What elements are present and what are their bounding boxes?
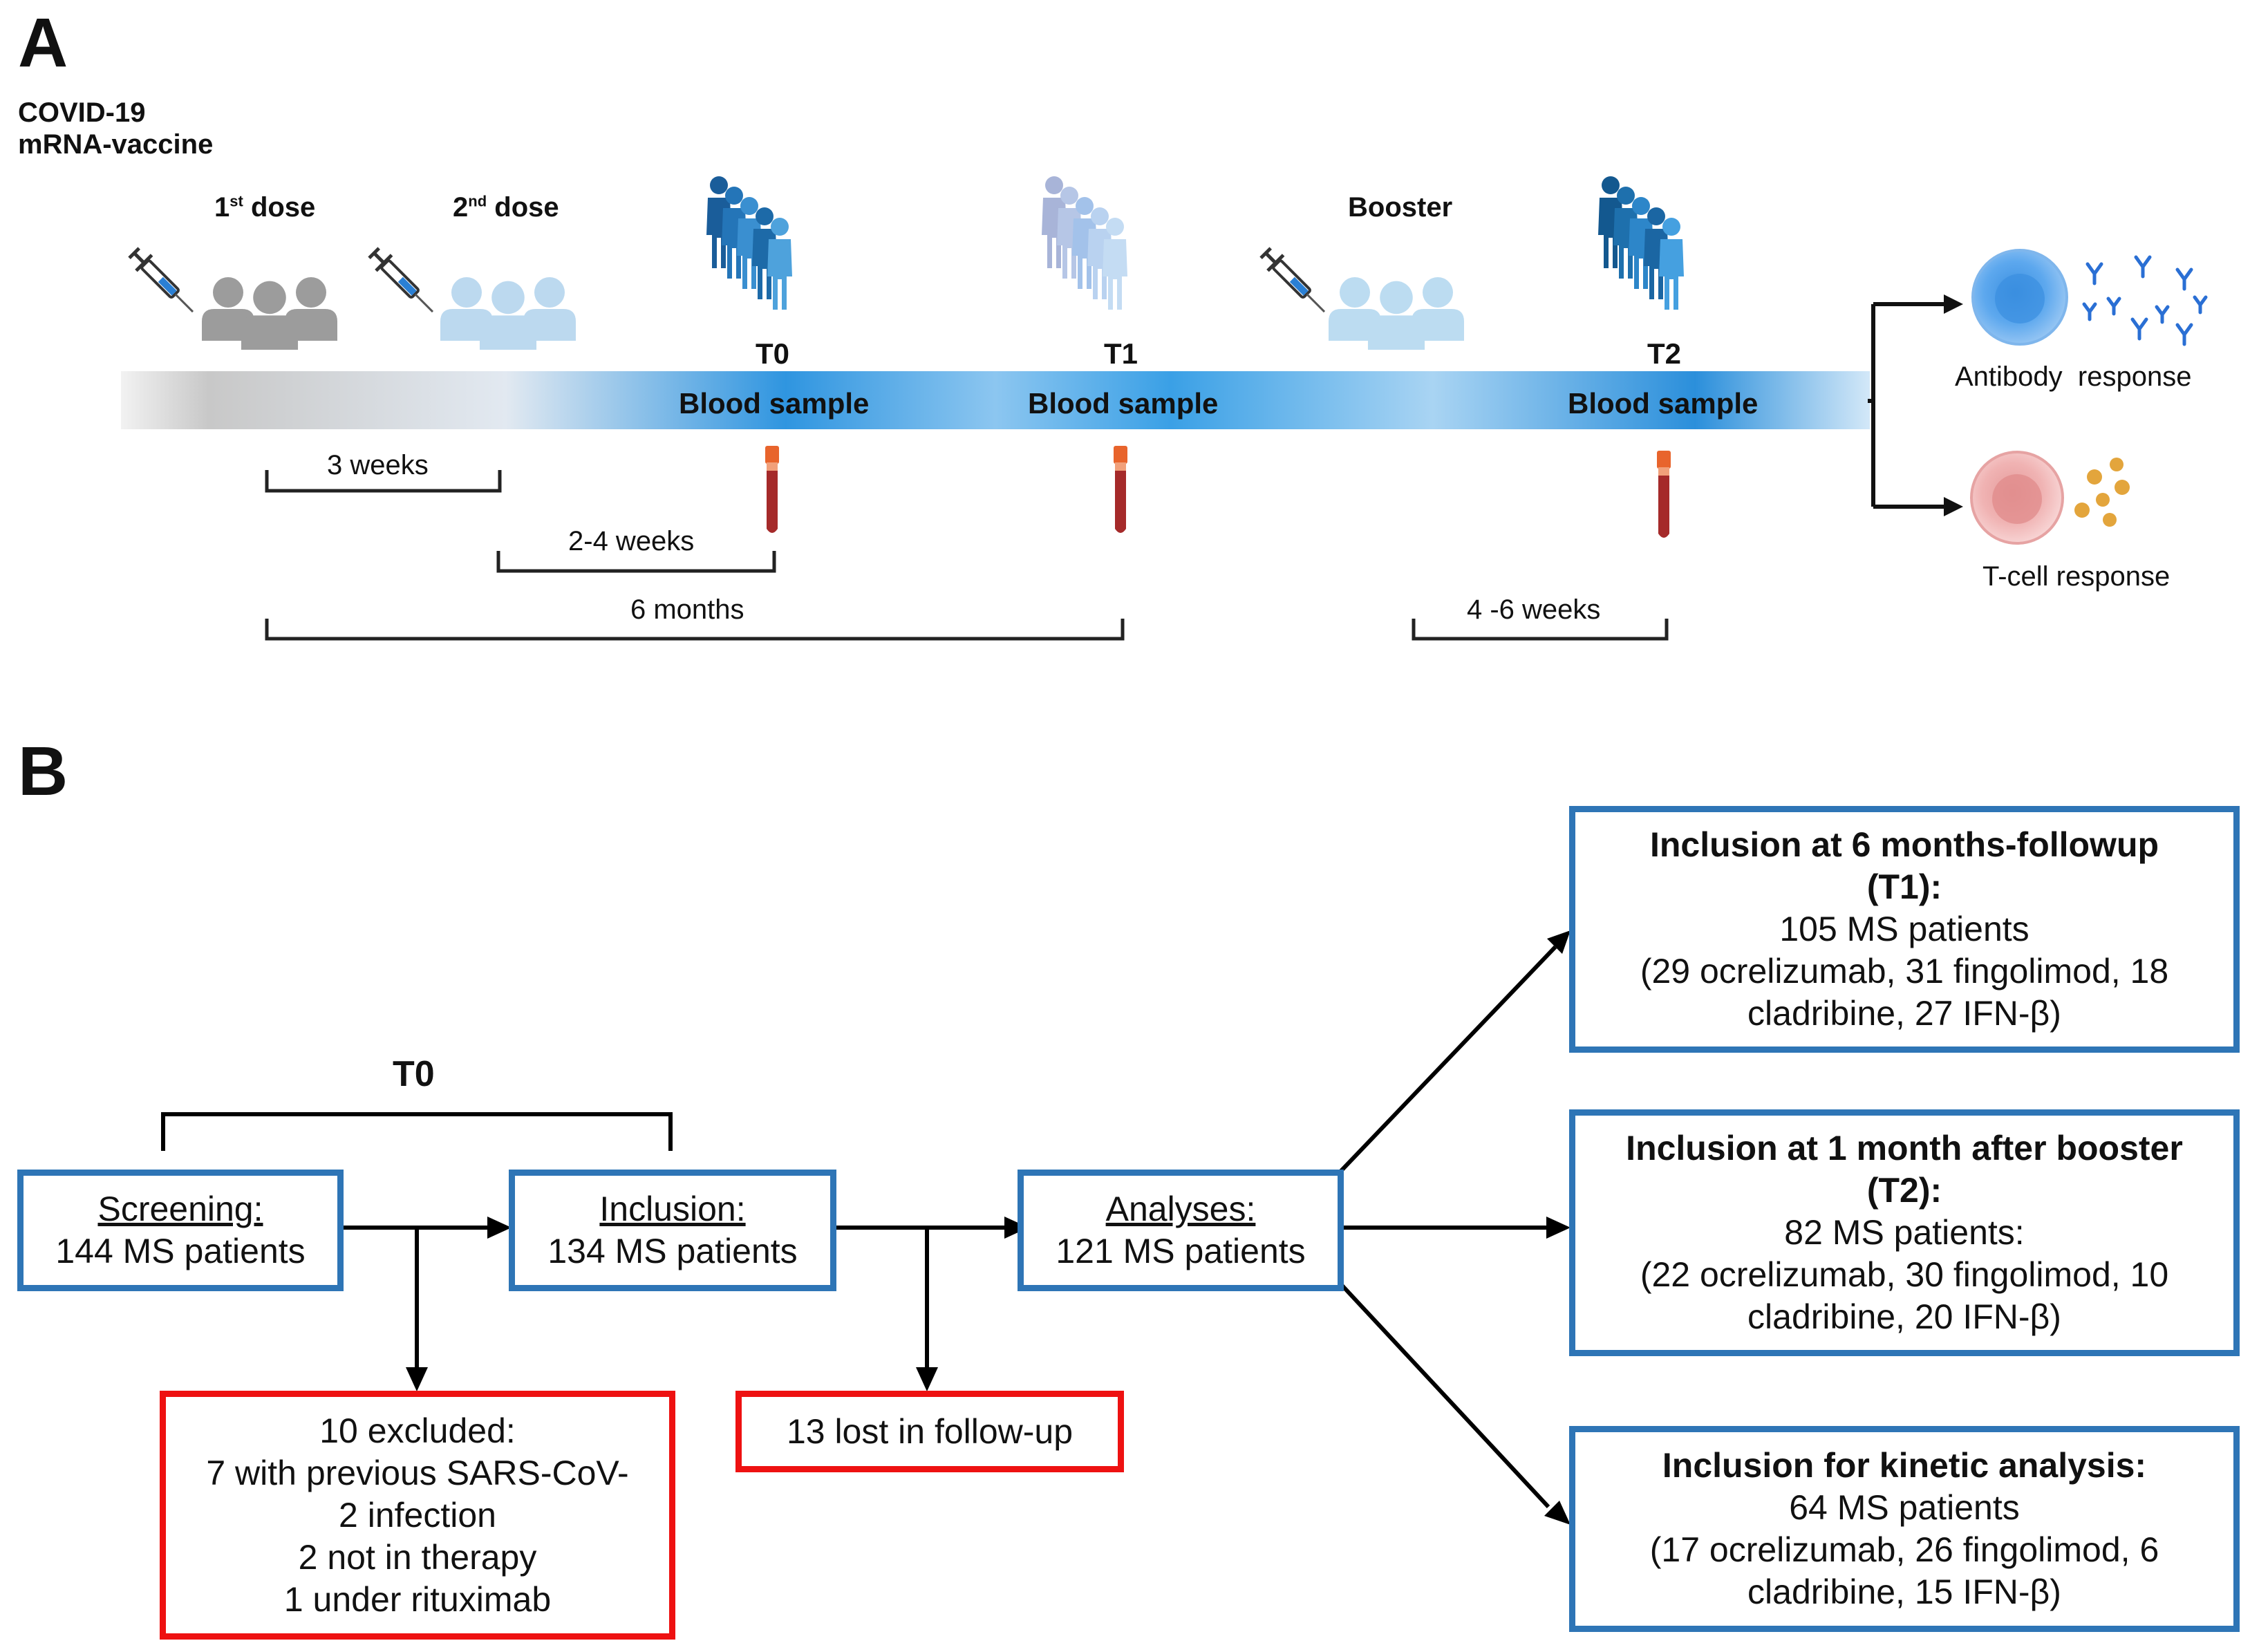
- t2-box-line: (22 ocrelizumab, 30 fingolimod, 10: [1640, 1255, 2169, 1294]
- arrow-to-tcell: [1944, 497, 1963, 516]
- kinetic-box-title: Inclusion for kinetic analysis:: [1662, 1446, 2147, 1485]
- dose1-num: 1: [214, 192, 230, 223]
- excluded-box: 10 excluded: 7 with previous SARS-CoV- 2…: [160, 1391, 675, 1640]
- t1-inclusion-box: Inclusion at 6 months-followup (T1): 105…: [1569, 806, 2240, 1053]
- excluded-line: 2 not in therapy: [298, 1537, 537, 1577]
- tcell-response-label: T-cell response: [1982, 561, 2171, 592]
- t2-inclusion-box: Inclusion at 1 month after booster (T2):…: [1569, 1109, 2240, 1356]
- cytokines-icon: [2074, 458, 2130, 527]
- dose1-label: 1st dose: [214, 192, 315, 223]
- vaccine-label: COVID-19 mRNA-vaccine: [18, 97, 213, 160]
- panel-b-letter: B: [18, 733, 68, 810]
- arrow-analyses-to-kinetic: [1339, 1282, 1550, 1509]
- b-cell-icon: [1971, 249, 2068, 346]
- t1-box-line: (29 ocrelizumab, 31 fingolimod, 18: [1640, 952, 2169, 991]
- antibody-response-label: Antibody response: [1955, 362, 2192, 392]
- t2-box-title-line1: Inclusion at 1 month after booster: [1626, 1129, 2183, 1167]
- bracket-t2-gap: [1412, 619, 1669, 641]
- interval-t2-gap-label: 4 -6 weeks: [1467, 594, 1601, 625]
- t1-box-title-line2: (T1):: [1866, 867, 1942, 906]
- t0-bracket: [161, 1112, 673, 1151]
- t1-box-line: 105 MS patients: [1779, 910, 2029, 948]
- timeline-bar: [121, 371, 1870, 429]
- interval-t0-gap-label: 2-4 weeks: [568, 526, 695, 556]
- analyses-box: Analyses: 121 MS patients: [1018, 1170, 1344, 1291]
- dose2-label: 2nd dose: [453, 192, 559, 223]
- outcome-connector: [1868, 302, 1949, 509]
- screening-box: Screening: 144 MS patients: [17, 1170, 344, 1291]
- inclusion-box: Inclusion: 134 MS patients: [509, 1170, 836, 1291]
- dose2-num: 2: [453, 192, 469, 223]
- blood-sample-label-t2: Blood sample: [1568, 387, 1759, 420]
- t2-box-title-line2: (T2):: [1866, 1171, 1942, 1210]
- dose1-word: dose: [250, 192, 316, 223]
- t1-box-title-line1: Inclusion at 6 months-followup: [1649, 825, 2159, 864]
- kinetic-inclusion-box: Inclusion for kinetic analysis: 64 MS pa…: [1569, 1426, 2240, 1632]
- timepoint-t2-label: T2: [1647, 337, 1682, 370]
- timepoint-t0-label: T0: [756, 337, 790, 370]
- t2-box-line: 82 MS patients:: [1784, 1213, 2025, 1252]
- bracket-dose-gap: [265, 470, 502, 493]
- t0-bracket-label: T0: [393, 1054, 435, 1094]
- inclusion-text: 134 MS patients: [547, 1232, 798, 1270]
- excluded-line: 10 excluded:: [319, 1411, 516, 1450]
- blood-sample-label-t0: Blood sample: [679, 387, 870, 420]
- arrow-analyses-to-t1: [1339, 945, 1557, 1173]
- screening-title: Screening:: [97, 1190, 263, 1228]
- t2-box-line: cladribine, 20 IFN-β): [1747, 1297, 2061, 1336]
- excluded-line: 2 infection: [339, 1495, 496, 1534]
- antibodies-icon: [2082, 255, 2208, 346]
- t-cell-icon: [1970, 451, 2064, 545]
- dose1-sup: st: [229, 192, 243, 210]
- timepoint-t1-label: T1: [1104, 337, 1138, 370]
- panel-a-letter: A: [18, 4, 68, 82]
- lost-box: 13 lost in follow-up: [735, 1391, 1124, 1472]
- vaccine-label-line1: COVID-19: [18, 97, 146, 128]
- kinetic-box-line: cladribine, 15 IFN-β): [1747, 1573, 2061, 1611]
- kinetic-box-line: 64 MS patients: [1789, 1488, 2020, 1527]
- inclusion-title: Inclusion:: [599, 1190, 746, 1228]
- bracket-t0-gap: [496, 551, 776, 573]
- screening-text: 144 MS patients: [55, 1232, 306, 1270]
- interval-t1-gap-label: 6 months: [630, 594, 744, 625]
- panel-a-graphics: [121, 176, 2208, 641]
- arrow-to-antibody: [1944, 294, 1963, 314]
- t1-box-line: cladribine, 27 IFN-β): [1747, 994, 2061, 1033]
- excluded-line: 7 with previous SARS-CoV-: [206, 1453, 629, 1492]
- lost-text: 13 lost in follow-up: [786, 1411, 1074, 1451]
- bracket-t1-gap: [265, 619, 1125, 641]
- booster-label: Booster: [1348, 192, 1453, 223]
- analyses-text: 121 MS patients: [1056, 1232, 1306, 1270]
- excluded-line: 1 under rituximab: [283, 1579, 552, 1619]
- analyses-title: Analyses:: [1105, 1190, 1256, 1228]
- vaccine-label-line2: mRNA-vaccine: [18, 129, 214, 160]
- dose2-word: dose: [494, 192, 559, 223]
- blood-sample-label-t1: Blood sample: [1028, 387, 1219, 420]
- interval-dose-gap-label: 3 weeks: [327, 450, 429, 480]
- kinetic-box-line: (17 ocrelizumab, 26 fingolimod, 6: [1649, 1530, 2159, 1569]
- dose2-sup: nd: [468, 192, 487, 210]
